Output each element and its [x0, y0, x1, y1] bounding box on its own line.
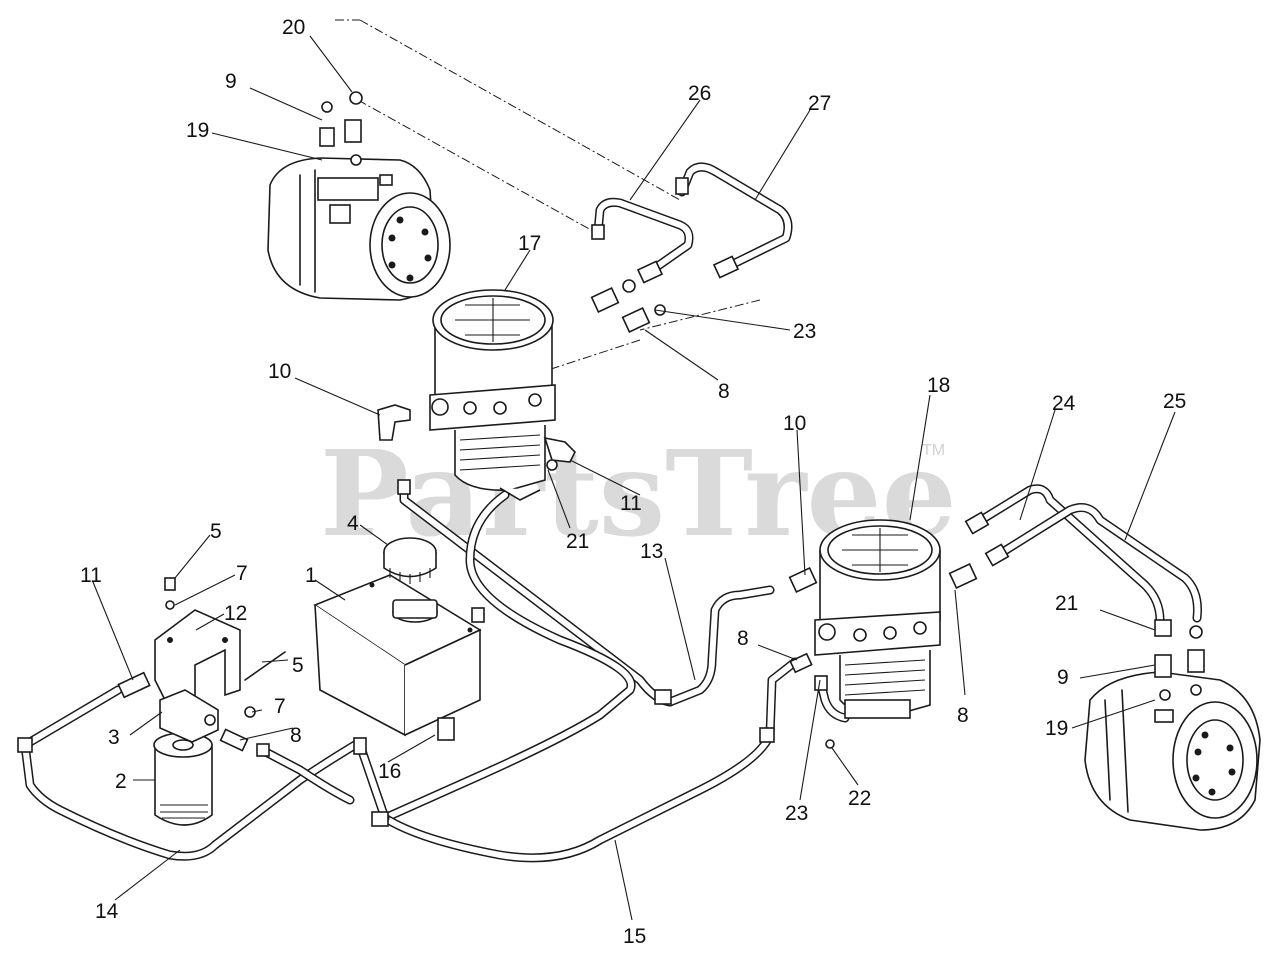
- callout-8-right: 8: [957, 704, 969, 727]
- callout-25: 25: [1163, 390, 1186, 413]
- callout-12: 12: [224, 602, 247, 625]
- callout-7: 7: [274, 695, 286, 718]
- callout-5-mid: 5: [292, 654, 304, 677]
- callout-18: 18: [927, 374, 950, 397]
- callout-8-top: 8: [718, 380, 730, 403]
- callout-5-top: 5: [210, 520, 222, 543]
- wheel-motor-right: [1084, 619, 1261, 831]
- callout-20-top: 20: [282, 16, 305, 39]
- callout-10-right: 10: [783, 412, 806, 435]
- callout-9-top: 9: [225, 70, 237, 93]
- callout-14: 14: [95, 900, 119, 923]
- callout-27: 27: [808, 92, 831, 115]
- callout-20-right: 21: [1055, 592, 1078, 615]
- callout-23-top: 23: [793, 320, 816, 343]
- callout-21: 21: [566, 530, 589, 553]
- callout-19-top: 19: [186, 119, 209, 142]
- callout-10-left: 10: [268, 360, 291, 383]
- watermark-trademark: TM: [922, 442, 945, 459]
- filter-bracket: [154, 577, 286, 718]
- callout-4: 4: [347, 512, 359, 535]
- fitting-9-left: [319, 127, 335, 147]
- filter-head: [159, 689, 249, 752]
- callout-6: 7: [236, 562, 248, 585]
- callout-3: 3: [108, 726, 120, 749]
- callout-15: 15: [623, 925, 646, 948]
- callout-19-right: 19: [1045, 717, 1068, 740]
- callout-16: 16: [378, 760, 401, 783]
- oil-filter: [153, 732, 213, 826]
- alignment-lines: [335, 19, 761, 371]
- callout-11-left: 11: [80, 564, 102, 587]
- callout-8-mid: 8: [737, 627, 749, 650]
- callout-1: 1: [305, 564, 317, 587]
- callout-17: 17: [518, 232, 541, 255]
- callout-24: 24: [1052, 392, 1076, 415]
- hydraulic-pump-17: [429, 289, 556, 501]
- callout-26: 26: [688, 82, 711, 105]
- callout-11-mid: 11: [620, 492, 642, 515]
- hydraulic-pump-18: [814, 519, 941, 719]
- fittings: [17, 177, 1010, 827]
- callout-2: 2: [115, 770, 127, 793]
- callout-labels: 20 9 19 26 27 17 23 8 10 11 21 18 10 24 …: [80, 16, 1186, 948]
- reservoir-tank: [313, 574, 485, 741]
- callout-9-right: 9: [1057, 666, 1069, 689]
- leader-lines: [92, 35, 1176, 921]
- wheel-motor-left: [267, 91, 451, 301]
- callout-23-bottom: 23: [785, 802, 808, 825]
- callout-13: 13: [640, 540, 663, 563]
- callout-8-left: 8: [290, 724, 302, 747]
- callout-22: 22: [848, 787, 871, 810]
- reservoir-cap: [383, 537, 437, 584]
